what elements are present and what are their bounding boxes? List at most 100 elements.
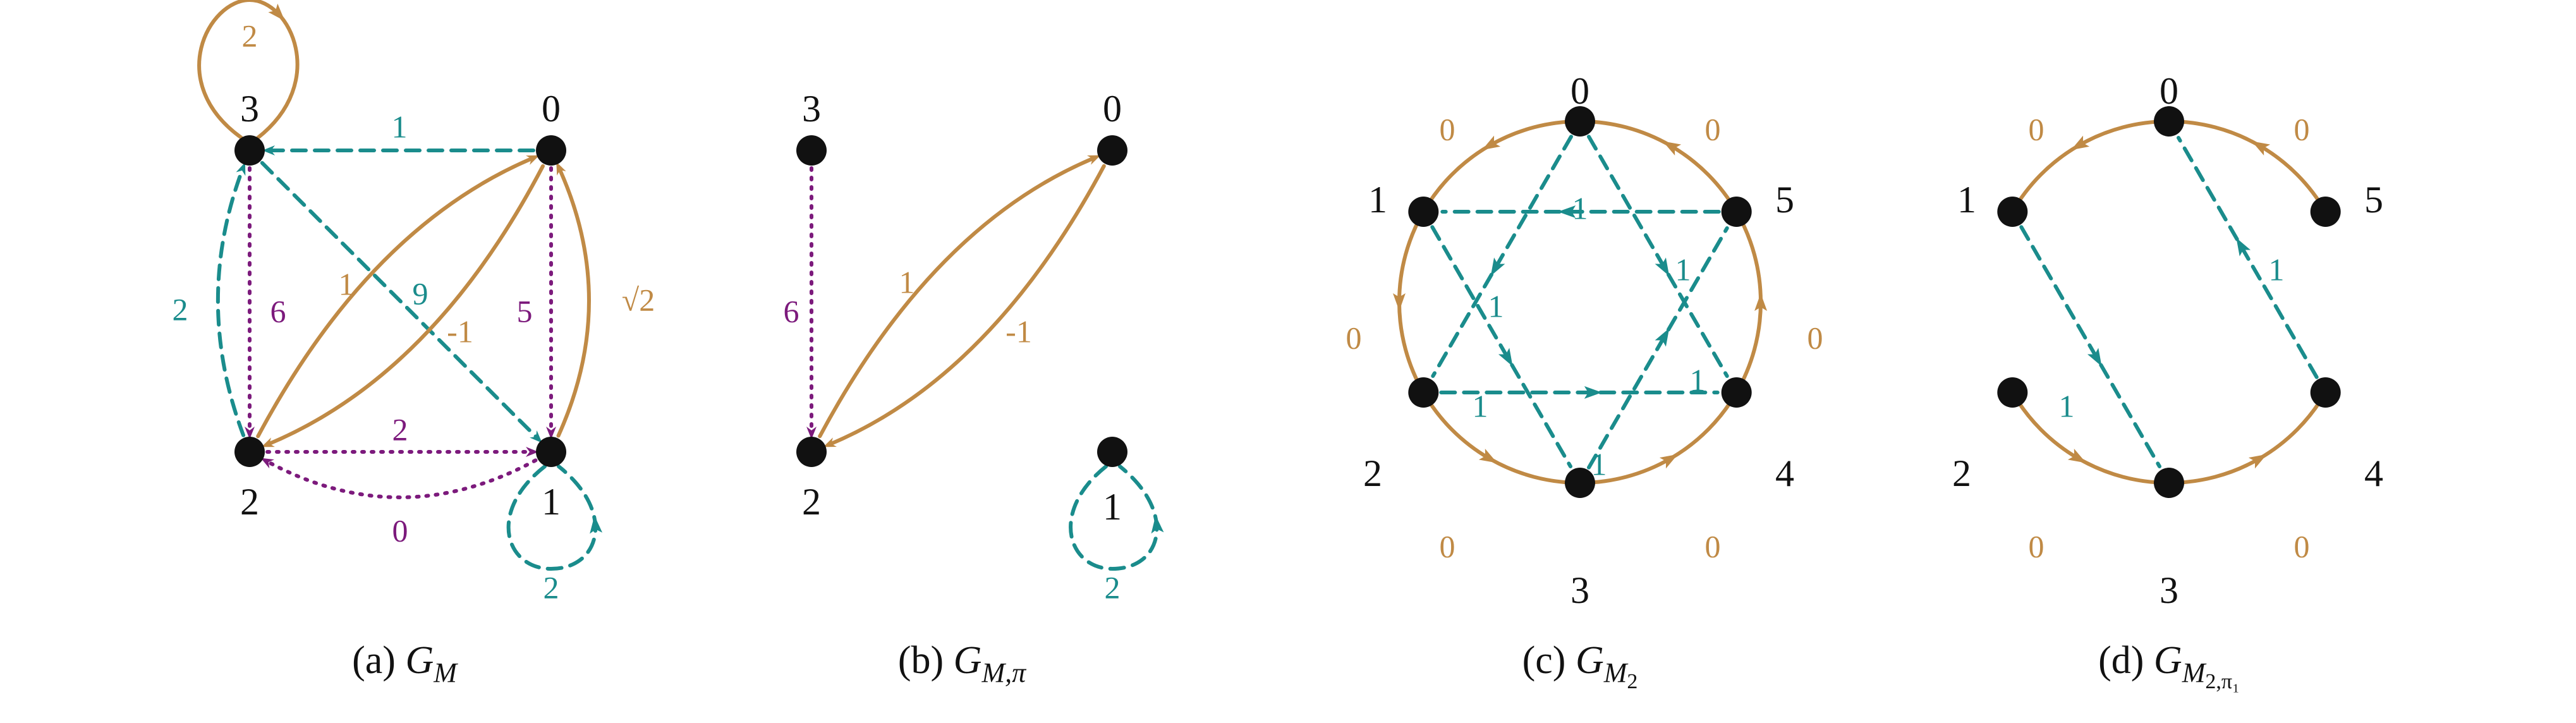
edge-weight-label: 0 — [1807, 320, 1823, 355]
vertex-dot — [1097, 135, 1127, 166]
edge-weight-label: 2 — [392, 411, 408, 447]
edge-path — [556, 162, 591, 438]
vertex-label: 3 — [2160, 569, 2178, 611]
edge-a-3-3: 2 — [197, 0, 300, 140]
vertex-dot — [1997, 377, 2028, 408]
vertex-a-2: 2 — [234, 437, 265, 523]
caption-b: (b) GM,π — [898, 639, 1027, 688]
edge-path — [1587, 226, 1729, 470]
caption-d: (d) GM2,π₁ — [2098, 639, 2240, 693]
vertex-label: 5 — [1775, 179, 1794, 221]
edge-a-2-0: 1 — [256, 155, 540, 439]
vertex-dot — [2310, 377, 2341, 408]
vertex-b-1: 1 — [1097, 437, 1127, 528]
edge-path — [2010, 391, 2171, 485]
arrowhead — [1584, 386, 1602, 399]
edge-b-1-1: 2 — [1069, 465, 1164, 605]
edge-d-2-3: 0 — [2010, 391, 2171, 564]
edge-c-3-4: 0 — [1578, 391, 1739, 564]
vertex-label: 0 — [1103, 88, 1122, 130]
edge-a-0-2: -1 — [261, 164, 545, 447]
arrowhead — [1655, 328, 1670, 347]
edge-path — [260, 161, 542, 443]
edge-path — [1069, 465, 1159, 571]
edge-a-3-1: 9 — [260, 161, 542, 443]
edge-path — [1431, 135, 1573, 379]
edge-c-0-1: 0 — [1421, 111, 1582, 214]
edge-weight-label: 9 — [413, 276, 428, 311]
arrowhead — [1655, 257, 1670, 276]
edge-weight-label: 0 — [1440, 111, 1455, 147]
vertex-label: 4 — [2364, 453, 2383, 494]
edge-weight-label: 0 — [2294, 528, 2310, 564]
vertex-dot — [796, 135, 827, 166]
edge-path — [197, 0, 300, 140]
edge-path — [506, 465, 597, 571]
edge-weight-label: 1 — [1591, 446, 1607, 482]
edge-weight-label: 6 — [784, 293, 799, 329]
vertex-label: 3 — [240, 88, 259, 130]
vertex-dot — [2154, 468, 2184, 498]
arrowhead — [1392, 293, 1406, 312]
edge-weight-label: 5 — [517, 293, 533, 329]
vertex-label: 2 — [1952, 453, 1971, 494]
edge-weight-label: 6 — [270, 293, 286, 329]
arrowhead — [2248, 454, 2268, 469]
edge-path — [216, 162, 246, 437]
arrowhead — [2067, 449, 2087, 463]
vertex-dot — [1721, 377, 1752, 408]
vertex-dot — [1408, 197, 1439, 227]
edge-weight-label: -1 — [447, 313, 473, 349]
edge-weight-label: 1 — [2059, 388, 2075, 423]
edge-b-0-2: -1 — [823, 164, 1106, 447]
arrowhead — [1498, 348, 1513, 367]
vertex-dot — [536, 437, 566, 467]
edge-weight-label: 1 — [339, 266, 355, 301]
edge-weight-label: 0 — [2294, 111, 2310, 147]
arrowhead — [2236, 238, 2251, 257]
vertex-c-0: 0 — [1565, 70, 1595, 137]
vertex-d-0: 0 — [2154, 70, 2184, 137]
edge-d-0-1: 0 — [2010, 111, 2171, 214]
edge-c-0-2: 1 — [1431, 135, 1573, 379]
edge-c-0-4: 1 — [1587, 135, 1729, 379]
edge-a-3-2: 6 — [245, 166, 286, 439]
vertex-dot — [234, 437, 265, 467]
edge-weight-label: 0 — [392, 513, 408, 548]
vertex-dot — [1565, 468, 1595, 498]
edge-weight-label: 0 — [1346, 320, 1362, 355]
vertex-d-4: 4 — [2310, 377, 2383, 494]
edge-weight-label: -1 — [1005, 313, 1032, 349]
edge-weight-label: 1 — [1572, 190, 1588, 226]
vertex-d-1: 1 — [1957, 179, 2028, 227]
vertex-label: 1 — [1368, 179, 1387, 221]
edge-c-5-1: 1 — [1440, 190, 1721, 226]
arrowhead — [590, 515, 603, 534]
edge-weight-label: √2 — [622, 282, 655, 317]
vertex-label: 1 — [1103, 486, 1122, 528]
edge-path — [256, 155, 540, 439]
edge-weight-label: 1 — [1675, 252, 1691, 287]
edge-c-4-5: 0 — [1734, 210, 1823, 394]
edge-path — [1734, 210, 1763, 394]
caption-c: (c) GM2 — [1522, 639, 1638, 693]
vertex-label: 2 — [240, 481, 259, 523]
vertex-b-3: 3 — [796, 88, 827, 166]
edge-path — [823, 164, 1106, 447]
edge-a-0-1: 5 — [517, 166, 556, 439]
vertex-d-5: 5 — [2310, 179, 2383, 227]
arrowhead — [1490, 257, 1505, 276]
arrowhead — [1478, 449, 1498, 463]
vertex-dot — [1565, 106, 1595, 137]
vertex-label: 0 — [2160, 70, 2178, 112]
vertex-c-2: 2 — [1363, 377, 1439, 494]
edge-weight-label: 0 — [1705, 111, 1721, 147]
arrowhead — [1662, 141, 1682, 155]
edge-weight-label: 1 — [2269, 252, 2285, 287]
edge-a-2-1: 2 — [265, 411, 538, 457]
vertex-c-3: 3 — [1565, 468, 1595, 611]
edge-d-5-0: 0 — [2167, 111, 2328, 214]
edge-path — [261, 164, 545, 447]
